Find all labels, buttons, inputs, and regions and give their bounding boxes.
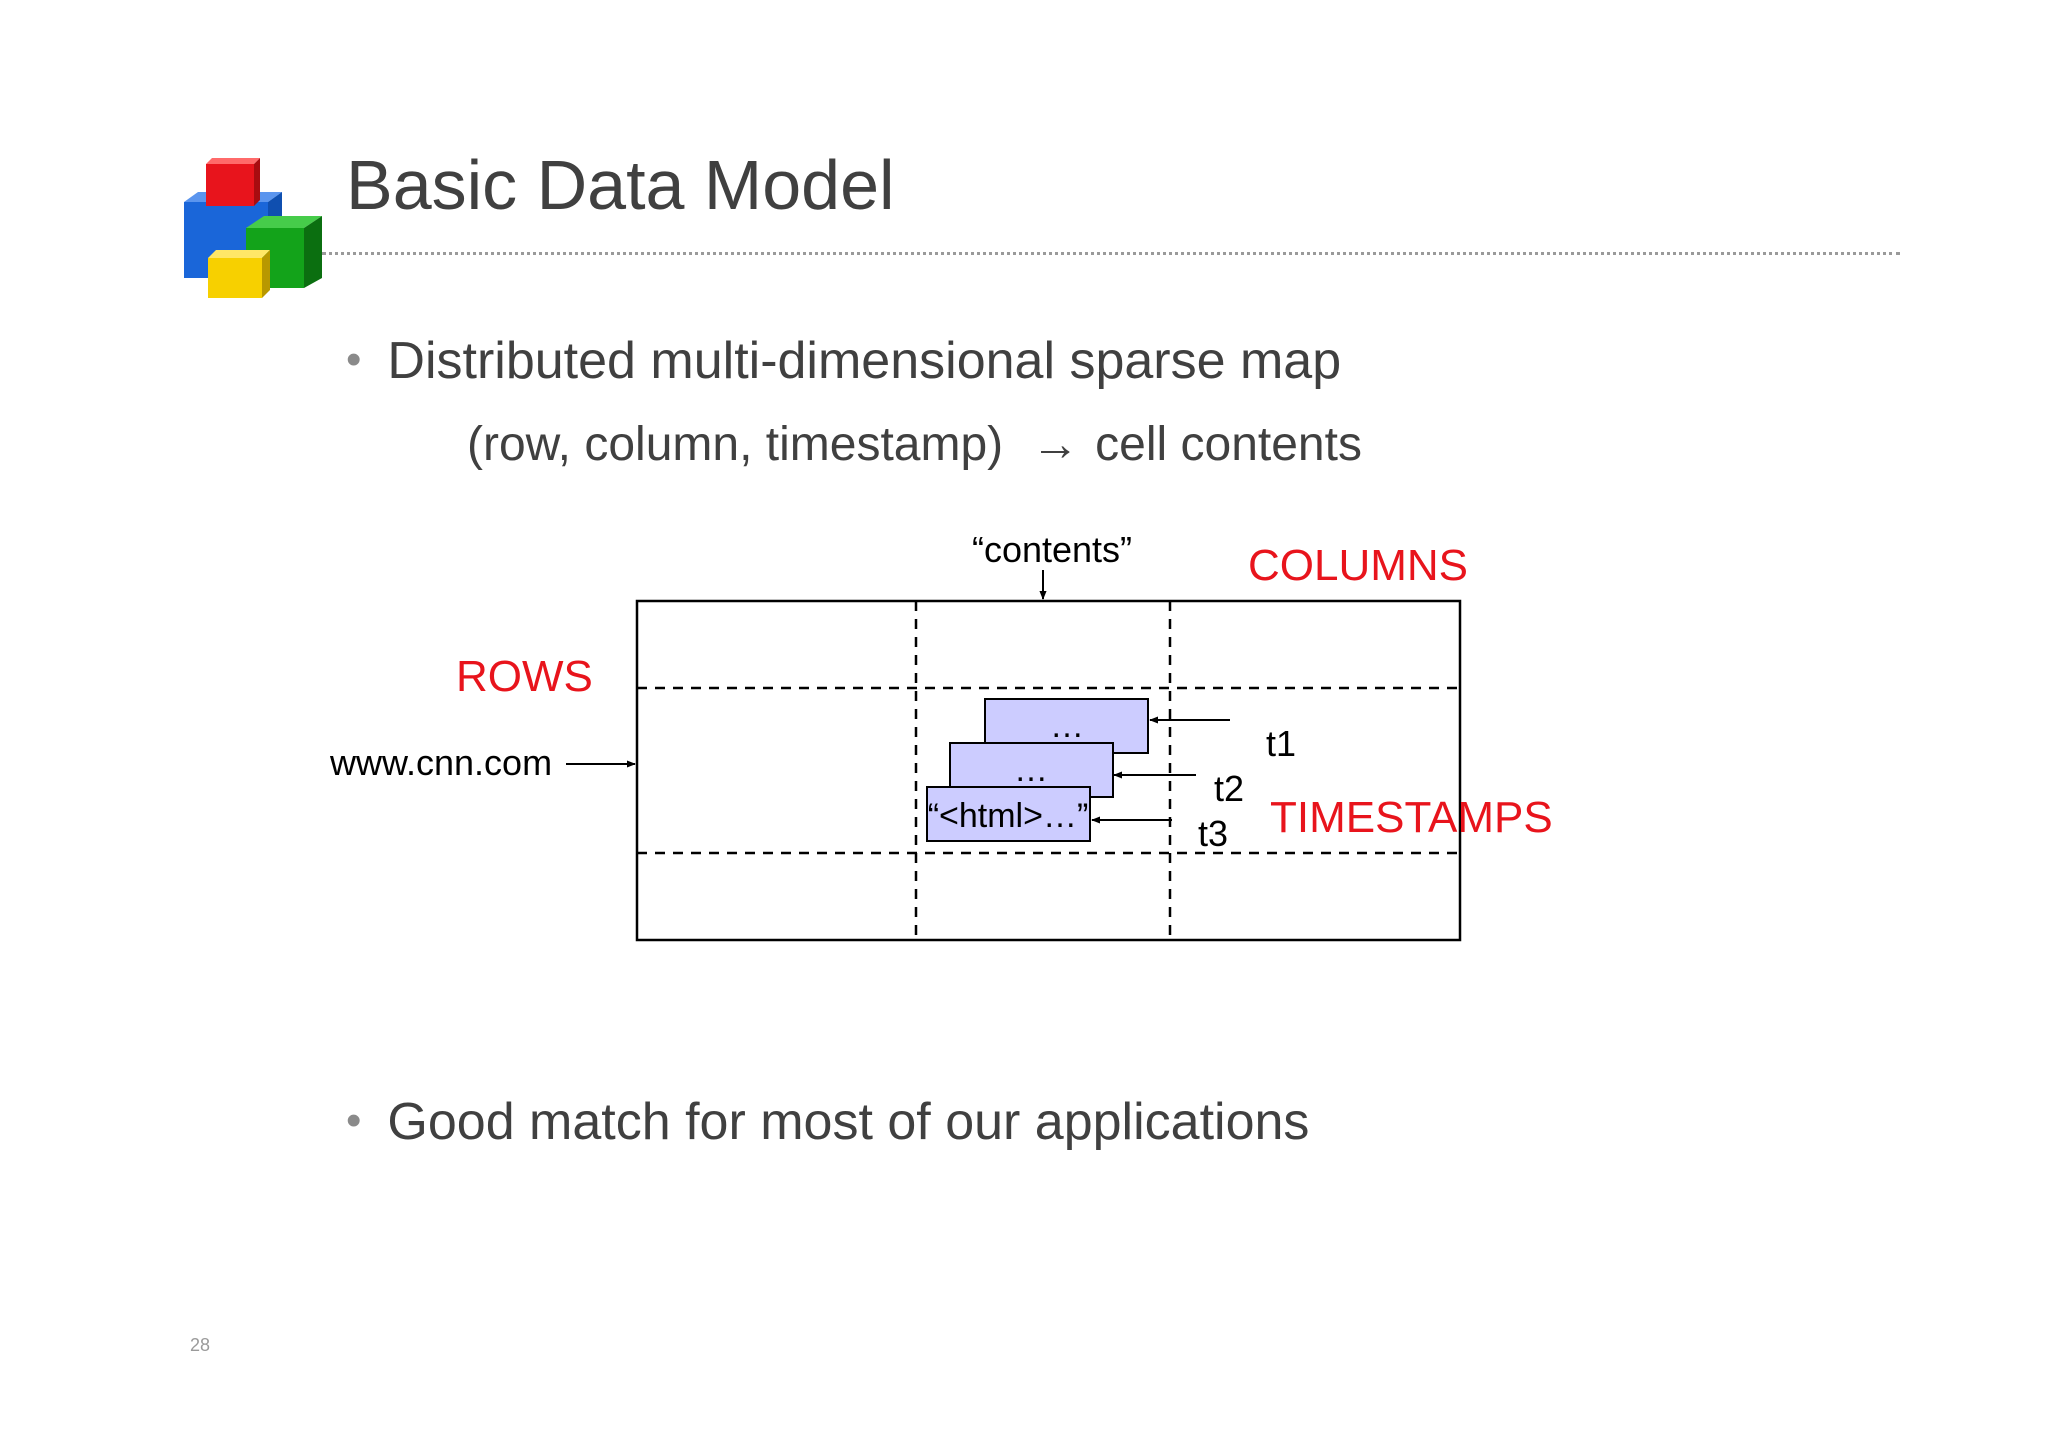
mapping-line: (row, column, timestamp) → cell contents <box>467 421 1362 469</box>
contents-label: “contents” <box>972 529 1132 570</box>
bullet-item-2: • Good match for most of our applications <box>346 1096 1309 1148</box>
table-outline <box>635 599 1462 942</box>
bullet-text-2: Good match for most of our applications <box>387 1093 1310 1151</box>
bullet-item-1: • Distributed multi-dimensional sparse ma… <box>346 335 1341 387</box>
mapping-left: (row, column, timestamp) <box>467 418 1004 471</box>
cell-version-t3-text: “<html>…” <box>928 797 1089 835</box>
row-key-label: www.cnn.com <box>329 742 552 783</box>
bullet-dot-icon: • <box>346 1096 362 1145</box>
rows-label: ROWS <box>456 652 593 701</box>
page-number: 28 <box>190 1335 211 1355</box>
right-arrow-icon: → <box>1031 418 1080 471</box>
cell-version-t1-text: … <box>1050 707 1084 745</box>
title-divider <box>322 252 1900 255</box>
bullet-dot-icon: • <box>346 335 362 384</box>
bullet-text-1: Distributed multi-dimensional sparse map <box>387 332 1342 390</box>
cubes-logo-icon <box>184 158 322 298</box>
timestamp-t3: t3 <box>1198 813 1228 854</box>
mapping-right: cell contents <box>1095 418 1362 471</box>
cell-version-t2-text: … <box>1014 751 1048 789</box>
cell-version-t3 <box>926 786 1091 842</box>
timestamp-t1: t1 <box>1266 723 1296 764</box>
slide-title: Basic Data Model <box>346 146 895 224</box>
columns-label: COLUMNS <box>1248 541 1468 590</box>
timestamps-label: TIMESTAMPS <box>1270 793 1553 842</box>
timestamp-t2: t2 <box>1214 768 1244 809</box>
